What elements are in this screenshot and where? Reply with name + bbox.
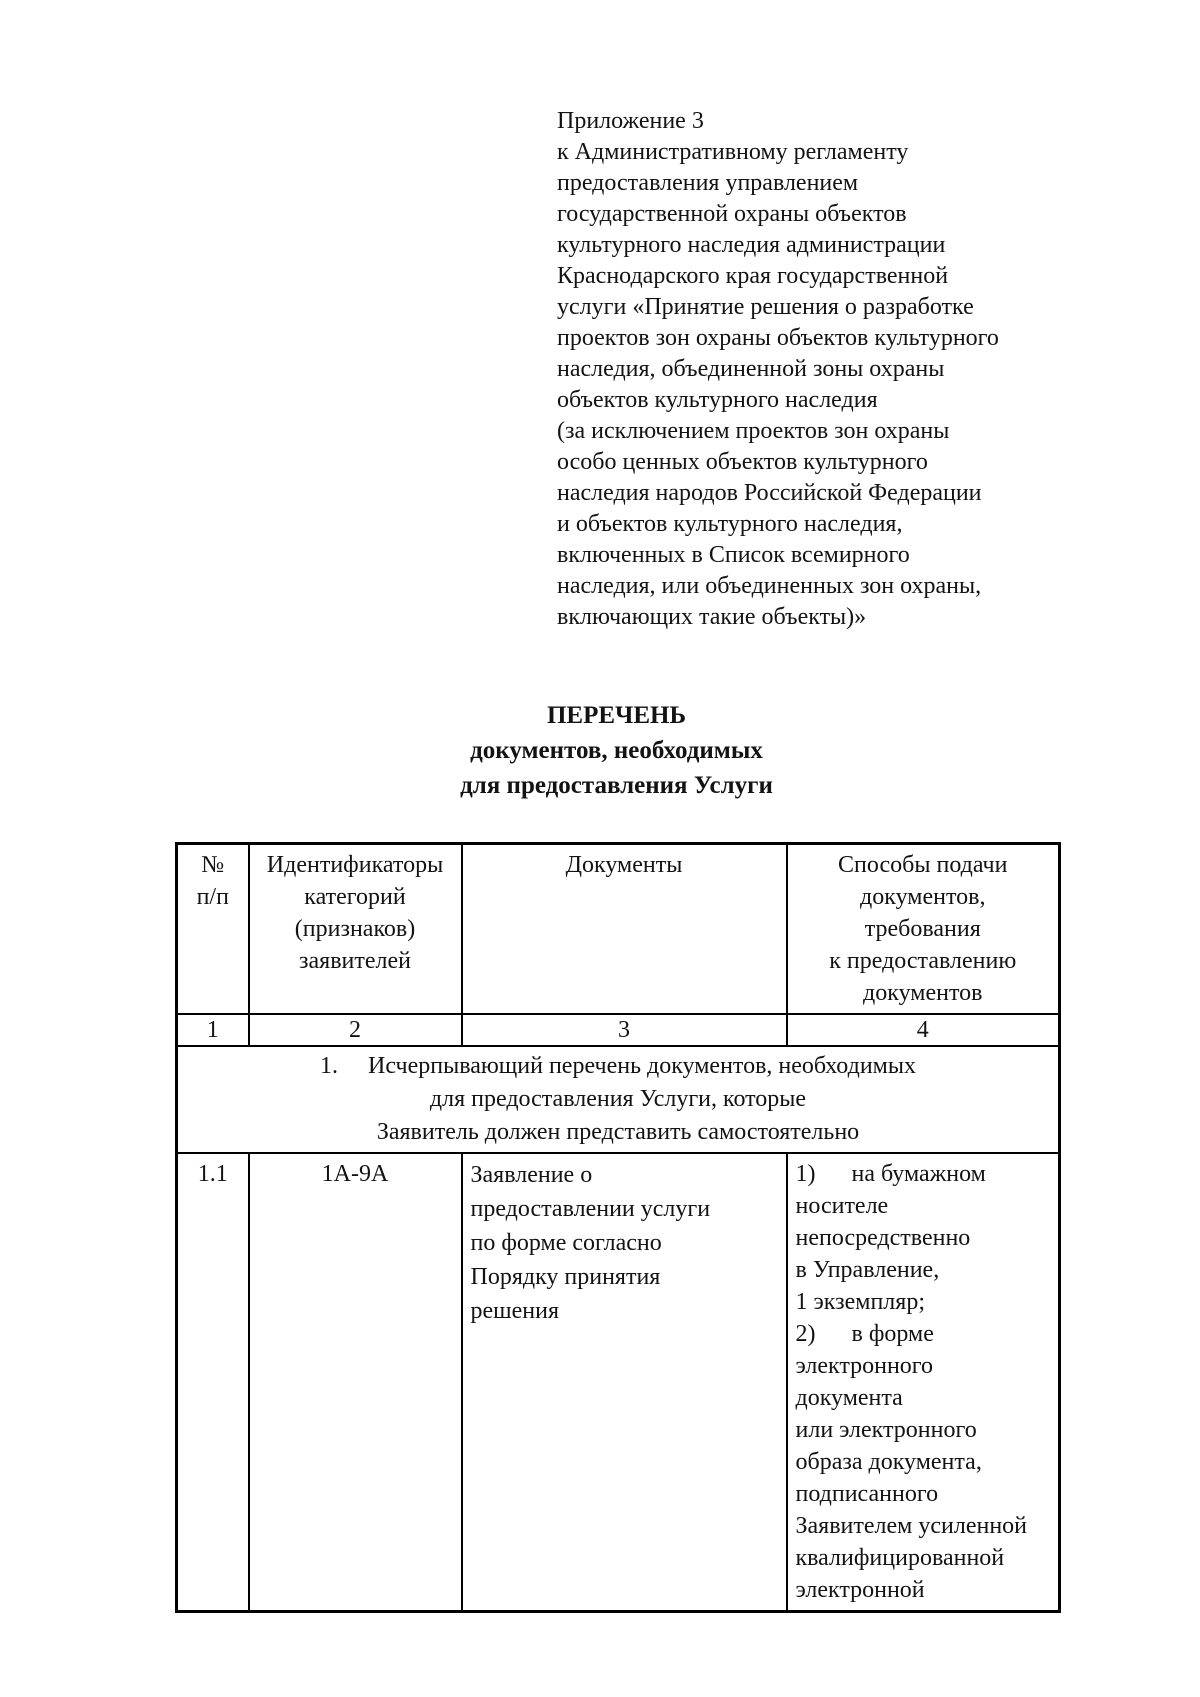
- column-number-3: 3: [460, 1013, 788, 1047]
- column-numbers-row: 1 2 3 4: [175, 1013, 1061, 1047]
- section-heading-row: 1. Исчерпывающий перечень документов, не…: [175, 1045, 1061, 1154]
- column-number-2: 2: [247, 1013, 463, 1047]
- column-number-4: 4: [785, 1013, 1061, 1047]
- cell-row-number: 1.1: [175, 1152, 250, 1613]
- header-cell-documents: Документы: [460, 842, 788, 1015]
- column-number-1: 1: [175, 1013, 250, 1047]
- section-heading: 1. Исчерпывающий перечень документов, не…: [175, 1045, 1061, 1154]
- cell-identifiers: 1А-9А: [247, 1152, 463, 1613]
